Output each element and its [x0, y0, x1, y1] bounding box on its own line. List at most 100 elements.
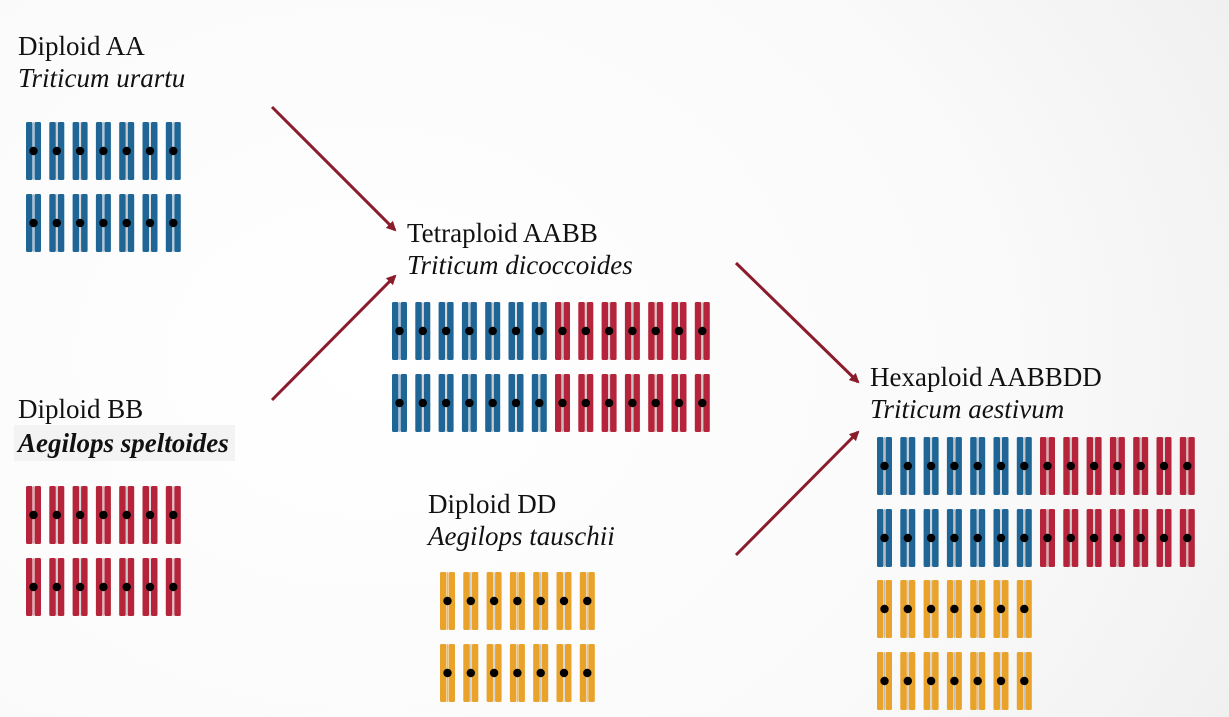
chromosome-d-aabbdd [993, 580, 1009, 638]
chromosome-a-aabbdd [993, 509, 1009, 567]
centromere-dot [1020, 604, 1029, 614]
centromere-dot [973, 461, 982, 471]
karyotypes [26, 122, 1195, 710]
chromosome-a-aa [142, 194, 158, 252]
chromosome-d-dd [463, 644, 479, 702]
chromosome-b-aabbdd [1063, 437, 1079, 495]
chromosome-a-aabbdd [877, 509, 892, 567]
chromosome-b-aabbdd [1156, 509, 1172, 567]
centromere-dot [52, 582, 61, 592]
centromere-dot [628, 326, 637, 336]
chromosome-d-aabbdd [1016, 652, 1032, 710]
ploidy-label-dd: Diploid DD [428, 489, 557, 519]
chromosome-b-bb [49, 558, 65, 616]
chromosome-a-aabb [508, 302, 524, 360]
ploidy-label-aabb: Tetraploid AABB [407, 218, 598, 248]
chromosome-b-aabb [624, 302, 640, 360]
centromere-dot [418, 326, 427, 336]
centromere-dot [1066, 461, 1076, 471]
chromosome-b-aabbdd [1179, 509, 1195, 567]
chromosome-d-dd [509, 644, 525, 702]
chromosome-a-aa [49, 122, 65, 180]
chromosome-a-aa [165, 122, 181, 180]
chromosome-d-aabbdd [923, 580, 939, 638]
chromosome-b-aabb [555, 374, 570, 432]
centromere-dot [1066, 533, 1076, 543]
centromere-dot [489, 596, 499, 606]
chromosome-b-aabb [648, 302, 664, 360]
chromosome-a-aabbdd [877, 437, 892, 495]
centromere-dot [511, 398, 521, 408]
centromere-dot [1113, 533, 1122, 543]
chromosome-b-aabbdd [1109, 437, 1125, 495]
chromosome-d-aabbdd [900, 580, 916, 638]
chromosome-a-aa [95, 194, 111, 252]
chromosome-a-aabb [485, 302, 501, 360]
centromere-dot [604, 326, 614, 336]
chromosome-d-dd [556, 644, 572, 702]
chromosome-d-dd [579, 644, 595, 702]
centromere-dot [52, 510, 61, 520]
chromosome-a-aabbdd [923, 437, 939, 495]
centromere-dot [1043, 533, 1052, 543]
chromosome-a-aabbdd [993, 437, 1009, 495]
centromere-dot [488, 326, 497, 336]
species-label-aabb: Triticum dicoccoides [407, 250, 633, 280]
chromosome-a-aa [119, 122, 135, 180]
chromosome-a-aa [26, 194, 41, 252]
centromere-dot [122, 218, 131, 228]
centromere-dot [441, 398, 451, 408]
centromere-dot [466, 668, 475, 678]
arrow-bb-to-aabb [270, 274, 397, 402]
centromere-dot [581, 326, 590, 336]
centromere-dot [52, 218, 61, 228]
chromosome-b-aabbdd [1086, 437, 1102, 495]
centromere-dot [651, 398, 660, 408]
chromosome-a-aa [72, 194, 88, 252]
arrow-aabb-to-aabbdd [734, 261, 860, 384]
chromosome-b-aabbdd [1133, 509, 1149, 567]
centromere-dot [99, 582, 108, 592]
centromere-dot [1183, 533, 1192, 543]
centromere-dot [1020, 676, 1029, 686]
centromere-dot [99, 218, 108, 228]
species-label-dd: Aegilops tauschii [428, 521, 615, 551]
chromosome-d-dd [440, 572, 455, 630]
chromosome-a-aabbdd [900, 509, 916, 567]
chromosome-a-aabbdd [923, 509, 939, 567]
centromere-dot [29, 510, 38, 520]
centromere-dot [973, 533, 982, 543]
group-tetraploid-aabb: Tetraploid AABB Triticum dicoccoides [407, 217, 633, 281]
chromosome-d-aabbdd [946, 652, 962, 710]
centromere-dot [651, 326, 660, 336]
chromosome-a-aabbdd [1016, 437, 1032, 495]
chromosome-b-bb [119, 486, 135, 544]
centromere-dot [903, 604, 912, 614]
chromosome-d-aabbdd [970, 580, 986, 638]
centromere-dot [583, 668, 592, 678]
centromere-dot [122, 582, 131, 592]
ploidy-label-aabbdd: Hexaploid AABBDD [870, 362, 1102, 392]
chromosome-a-aabb [438, 302, 454, 360]
centromere-dot [903, 461, 912, 471]
centromere-dot [950, 461, 959, 471]
chromosome-d-dd [533, 572, 549, 630]
centromere-dot [75, 146, 85, 156]
centromere-dot [1159, 461, 1169, 471]
centromere-dot [674, 326, 684, 336]
centromere-dot [604, 398, 614, 408]
centromere-dot [926, 533, 936, 543]
centromere-dot [535, 326, 544, 336]
chromosome-b-aabbdd [1063, 509, 1079, 567]
centromere-dot [1183, 461, 1192, 471]
centromere-dot [536, 668, 545, 678]
chromosome-b-aabb [671, 302, 687, 360]
chromosome-d-dd [440, 644, 455, 702]
chromosome-a-aabbdd [1016, 509, 1032, 567]
chromosome-b-aabb [624, 374, 640, 432]
chromosome-a-aa [165, 194, 181, 252]
chromosome-b-bb [95, 486, 111, 544]
centromere-dot [880, 676, 889, 686]
chromosome-b-bb [72, 558, 88, 616]
centromere-dot [926, 604, 936, 614]
